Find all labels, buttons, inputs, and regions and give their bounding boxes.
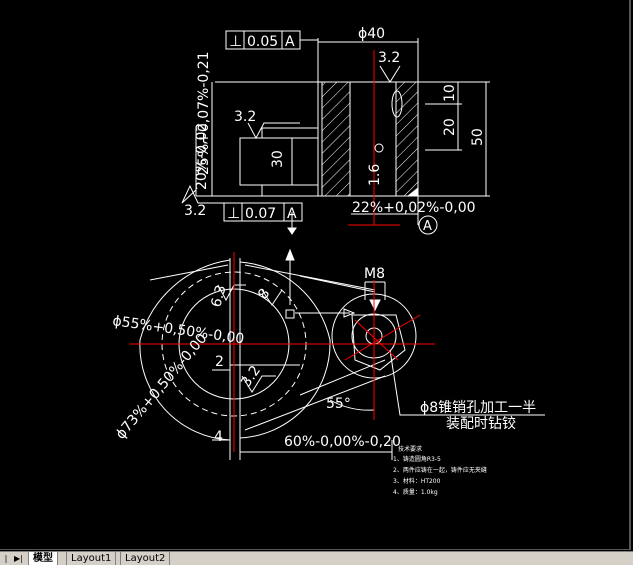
m8-label: M8 (364, 266, 385, 282)
fcf-bottom-perp: ⊥ (227, 204, 240, 222)
dim-20-left: 20%-0,02 (194, 123, 210, 190)
notes-item: 4、质量：1.0kg (393, 488, 438, 496)
dim-10: 10 (442, 84, 458, 102)
dim-16: 1.6 (367, 164, 383, 186)
rough-mark-left (247, 122, 300, 140)
rough-bottom-left-label: 3.2 (184, 203, 206, 219)
fcf-top-perp: ⊥ (229, 32, 242, 50)
pin-note-line2: 装配时钻铰 (446, 416, 516, 432)
dim-50: 50 (470, 128, 486, 146)
top-centerlines (348, 50, 400, 226)
notes-item: 3、材料：HT200 (393, 477, 441, 485)
tab-model[interactable]: 模型 (28, 552, 58, 565)
outer-body-left (139, 259, 231, 441)
dim-4: 4 (214, 429, 223, 445)
dim-20-right: 20 (442, 118, 458, 136)
fcf-top-datum: A (285, 34, 295, 50)
rough-left-label: 3.2 (234, 109, 256, 125)
tab-first-icon[interactable]: |◀ (3, 554, 9, 565)
top-hatch-left (321, 81, 351, 197)
dim-21: 25%+0,07%-0,21 (196, 51, 212, 175)
bottom-centerlines (130, 252, 435, 452)
tab-layout2[interactable]: Layout2 (120, 552, 171, 565)
dim-2: 2 (215, 354, 224, 370)
dim-30: 30 (270, 150, 286, 168)
top-boss (239, 127, 318, 197)
notes-item: 2、两件应铸在一起，铸件应无夹缝 (393, 466, 487, 474)
fcf-bottom-tol: 0.07 (245, 206, 276, 222)
datum-a-label: A (423, 219, 432, 234)
fcf-top-tol: 0.05 (247, 34, 278, 50)
top-slot (391, 90, 403, 118)
fcf-bottom-datum: A (287, 206, 297, 222)
tab-next-icon[interactable]: ▶| (14, 554, 23, 563)
viewport-frame (0, 0, 631, 550)
layout-tab-bar: |◀ ▶| 模型 Layout1 Layout2 (0, 551, 633, 565)
fcf-bottom (223, 202, 303, 222)
tab-layout1[interactable]: Layout1 (66, 552, 117, 565)
rough-63-label: 6.3 (208, 283, 229, 309)
rough-mark-top (379, 65, 401, 83)
dim-60: 60%-0,00%-0,20 (284, 434, 401, 450)
rough-top-label: 3.2 (378, 50, 400, 66)
pin-note-line1: ϕ8锥销孔加工一半 (420, 400, 536, 416)
notes-item: 1、铸造圆角R3-5 (393, 455, 441, 463)
rough-mark-bottom (181, 184, 232, 204)
fcf-top (225, 30, 301, 50)
dim-dia-40: ϕ40 (358, 26, 385, 42)
dim-22: 22%+0,02%-0,00 (352, 200, 476, 216)
dim-angle-55: 55° (326, 396, 351, 412)
notes-title: 技术要求 (398, 445, 422, 453)
top-view (181, 38, 490, 235)
